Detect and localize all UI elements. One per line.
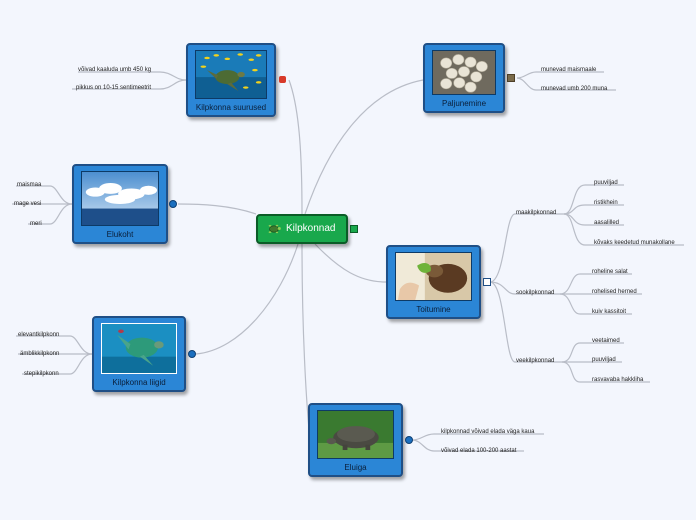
topic-eluiga[interactable]: Eluiga (308, 403, 403, 477)
topic-kilpkonna-suurused[interactable]: Kilpkonna suurused (186, 43, 276, 117)
topic-label: Kilpkonna liigid (112, 378, 166, 387)
note-icon[interactable] (483, 278, 491, 286)
leaf-item[interactable]: veetaimed (592, 338, 620, 344)
leaf-item[interactable]: maismaa (17, 182, 42, 188)
leaf-item[interactable]: võivad kaaluda umb 450 kg (78, 67, 152, 73)
topic-label: Eluiga (344, 463, 367, 472)
topic-elukoht[interactable]: Elukoht (72, 164, 168, 244)
leaf-item[interactable]: meri (30, 221, 42, 227)
link-elukoht (177, 203, 257, 215)
image-thumbnail-icon[interactable] (507, 74, 515, 82)
leaf-item[interactable]: puuviljad (594, 180, 618, 186)
leaf-item[interactable]: kilpkonnad võivad elada väga kaua (441, 429, 535, 435)
globe-icon[interactable] (188, 350, 196, 358)
giant-tortoise-image (317, 410, 394, 459)
leaf-item[interactable]: võivad elada 100-200 aastat (441, 448, 517, 454)
leaf-item[interactable]: kõvaks keedetud munakollane (594, 240, 675, 246)
topic-kilpkonna-liigid[interactable]: Kilpkonna liigid (92, 316, 186, 392)
central-label: Kilpkonnad (286, 223, 336, 234)
notes-icon[interactable] (350, 225, 358, 233)
globe-icon[interactable] (405, 436, 413, 444)
topic-label: Kilpkonna suurused (195, 103, 267, 112)
leaf-item[interactable]: roheline salat (592, 269, 628, 275)
sea-sky-image (81, 171, 159, 226)
topic-paljunemine[interactable]: Paljunemine (423, 43, 505, 113)
group-label[interactable]: veekilpkonnad (516, 358, 555, 364)
leaf-item[interactable]: elevantkilpkonn (18, 332, 60, 338)
topic-label: Paljunemine (441, 99, 487, 108)
leaf-item[interactable]: munevad umb 200 muna (541, 86, 608, 92)
turtle-icon (268, 224, 281, 234)
turtle-eating-image (395, 252, 472, 301)
leaf-item[interactable]: stepikilpkonn (24, 371, 59, 377)
topic-label: Elukoht (106, 230, 134, 239)
group-label[interactable]: sookilpkonnad (516, 290, 555, 296)
leaf-item[interactable]: rasvavaba hakkliha (592, 377, 644, 383)
leaf-item[interactable]: pikkus on 10-15 sentimeetrit (76, 85, 152, 91)
topic-label: Toitumine (416, 305, 451, 314)
leaf-item[interactable]: mage vesi (14, 201, 42, 207)
link-toitumine (314, 243, 387, 283)
leaf-item[interactable]: munevad maismaale (541, 67, 597, 73)
leaf-item[interactable]: kuiv kassitoit (592, 309, 627, 315)
turtle-eggs-image (432, 50, 496, 95)
leaf-item[interactable]: ämblikkilpkonn (20, 351, 60, 357)
topic-toitumine[interactable]: Toitumine (386, 245, 481, 319)
globe-icon[interactable] (169, 200, 177, 208)
link-liigid (195, 243, 299, 355)
sea-turtle-image (195, 50, 267, 99)
group-label[interactable]: maakilpkonnad (516, 210, 557, 216)
link-suurused (288, 79, 303, 215)
link-paljunemine (304, 79, 424, 215)
leaf-item[interactable]: ristikhein (594, 200, 618, 206)
attachment-icon[interactable] (279, 76, 286, 83)
leaf-item[interactable]: rohelised herned (592, 289, 637, 295)
swimming-turtle-image (101, 323, 177, 374)
leaf-item[interactable]: aasalilled (594, 220, 620, 226)
central-topic[interactable]: Kilpkonnad (256, 214, 348, 244)
leaf-item[interactable]: puuviljad (592, 357, 616, 363)
